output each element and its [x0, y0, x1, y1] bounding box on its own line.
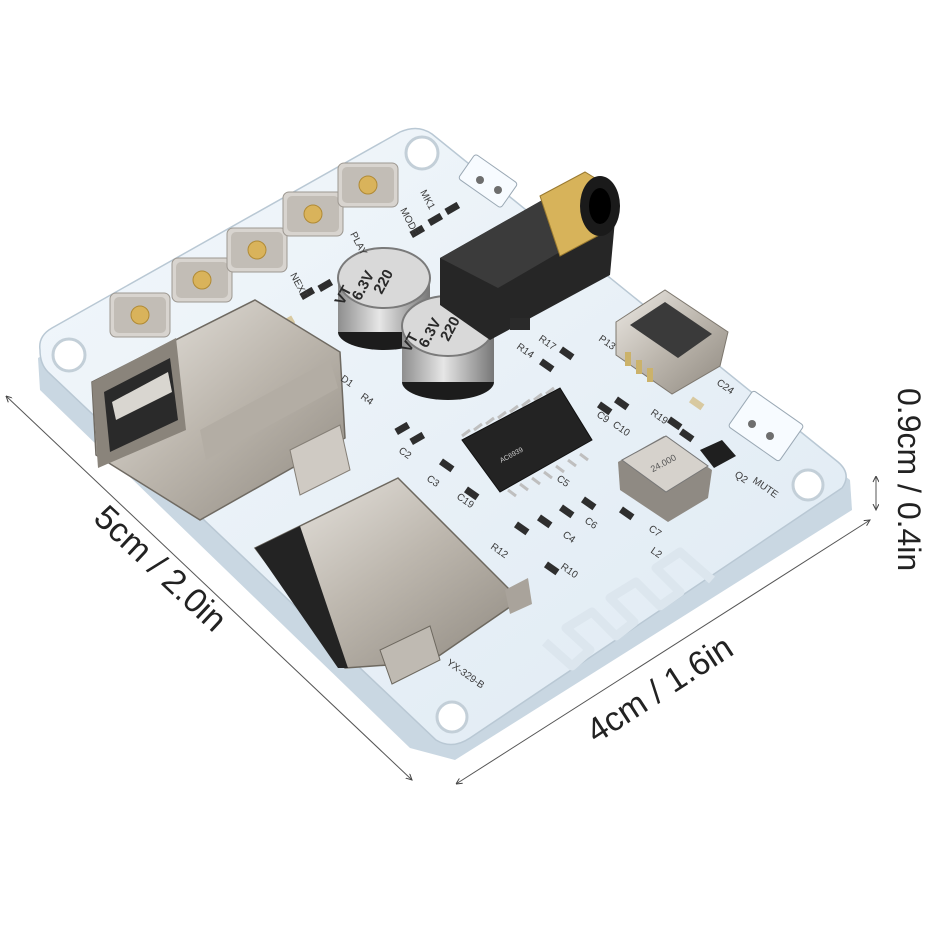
height-dimension-label: 0.9cm / 0.4in — [891, 388, 926, 571]
dimension-lines — [6, 396, 876, 784]
crystal-oscillator: 24.000 — [618, 435, 712, 522]
tactile-buttons — [109, 162, 399, 338]
tactile-button — [171, 257, 233, 303]
tactile-button — [226, 227, 288, 273]
dimension-line-width — [456, 520, 870, 784]
capacitor: 220 6.3V VT — [398, 295, 495, 400]
transistor — [700, 440, 736, 468]
mounting-hole — [51, 337, 87, 373]
mounting-hole — [791, 468, 825, 502]
tactile-button — [282, 191, 344, 237]
mounting-hole — [404, 135, 440, 171]
audio-jack — [440, 171, 620, 340]
main-ic-chip: AC6939 — [461, 386, 593, 498]
micro-usb-port — [615, 289, 729, 395]
tactile-button — [337, 162, 399, 208]
tactile-button — [109, 292, 171, 338]
pads — [458, 154, 804, 462]
dimension-line-length — [6, 396, 412, 780]
mounting-hole — [435, 700, 469, 734]
